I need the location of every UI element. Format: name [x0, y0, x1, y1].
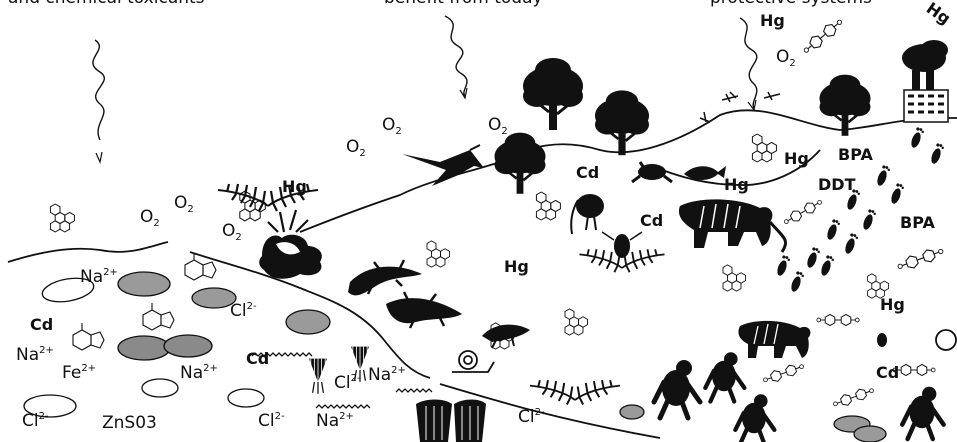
cd-label: Cd	[876, 363, 899, 382]
na-label: Na2+	[316, 411, 354, 431]
o2-label: O2	[174, 193, 194, 215]
cl-label: Cl2-	[258, 411, 285, 431]
hg-label: Hg	[724, 175, 749, 194]
zns-label: ZnS03	[102, 413, 157, 433]
shell-icon	[309, 359, 327, 394]
svg-text:O2: O2	[776, 47, 796, 69]
cd-label: Cd	[640, 211, 663, 230]
cl-label: Cl2-	[334, 373, 361, 393]
sun-ray-icon	[93, 40, 104, 162]
caption-left: and chemical toxicants	[8, 0, 205, 8]
lizard-icon	[348, 260, 422, 295]
hg-label: Hg	[784, 149, 809, 168]
ape-icon	[654, 360, 700, 418]
svg-text:O2: O2	[346, 137, 366, 159]
caption-center: benefit from today	[384, 0, 543, 8]
fern-icon	[530, 380, 620, 404]
sun-ray-icon	[740, 18, 757, 110]
o2-label: O2	[488, 115, 508, 137]
tree-icon	[523, 58, 583, 130]
bpa-label: BPA	[900, 213, 935, 232]
mosquito-icon	[700, 92, 780, 122]
caption-right: protective systems	[710, 0, 872, 8]
na-label: Na2+	[368, 365, 406, 385]
lizard-icon	[386, 292, 462, 328]
o2-label: O2	[222, 221, 242, 243]
frog-icon	[632, 162, 672, 182]
cd-label: Cd	[246, 349, 269, 368]
svg-text:O2: O2	[140, 207, 160, 229]
ddt-label: DDT	[818, 175, 856, 194]
o2-label: O2	[382, 115, 402, 137]
bpa-label: BPA	[838, 145, 873, 164]
tiger-icon	[679, 199, 786, 252]
hg-label: Hg	[880, 295, 905, 314]
ape-icon	[735, 394, 774, 442]
hg-label: Hg	[760, 11, 785, 30]
svg-text:O2: O2	[222, 221, 242, 243]
tree-icon	[495, 133, 546, 194]
pterosaur-icon	[402, 145, 484, 186]
cd-label: Cd	[576, 163, 599, 182]
sun-ray-icon	[445, 16, 467, 98]
ape-icon	[705, 352, 744, 401]
hg-label: Hg	[282, 177, 307, 196]
fe-label: Fe2+	[62, 363, 96, 383]
cl-label: Cl2-	[518, 407, 545, 427]
tiger-icon	[738, 321, 810, 358]
hg-label: Hg	[504, 257, 529, 276]
o2-label: O2	[776, 47, 796, 69]
bird-icon	[571, 194, 604, 234]
na-label: Na2+	[80, 267, 118, 287]
na-label: Na2+	[180, 363, 218, 383]
cl-label: Cl2-	[22, 411, 49, 431]
svg-text:O2: O2	[174, 193, 194, 215]
volcano-icon	[259, 210, 322, 279]
o2-label: O2	[140, 207, 160, 229]
hg-label: Hg	[923, 0, 954, 28]
cl-label: Cl2-	[230, 301, 257, 321]
na-label: Na2+	[16, 345, 54, 365]
o2-label: O2	[346, 137, 366, 159]
factory-icon	[902, 40, 948, 122]
ape-icon	[902, 387, 943, 439]
barrel-icon	[416, 400, 486, 442]
tree-icon	[595, 90, 649, 155]
lizard-icon	[482, 325, 530, 348]
cd-label: Cd	[30, 315, 53, 334]
svg-text:O2: O2	[382, 115, 402, 137]
svg-text:O2: O2	[488, 115, 508, 137]
